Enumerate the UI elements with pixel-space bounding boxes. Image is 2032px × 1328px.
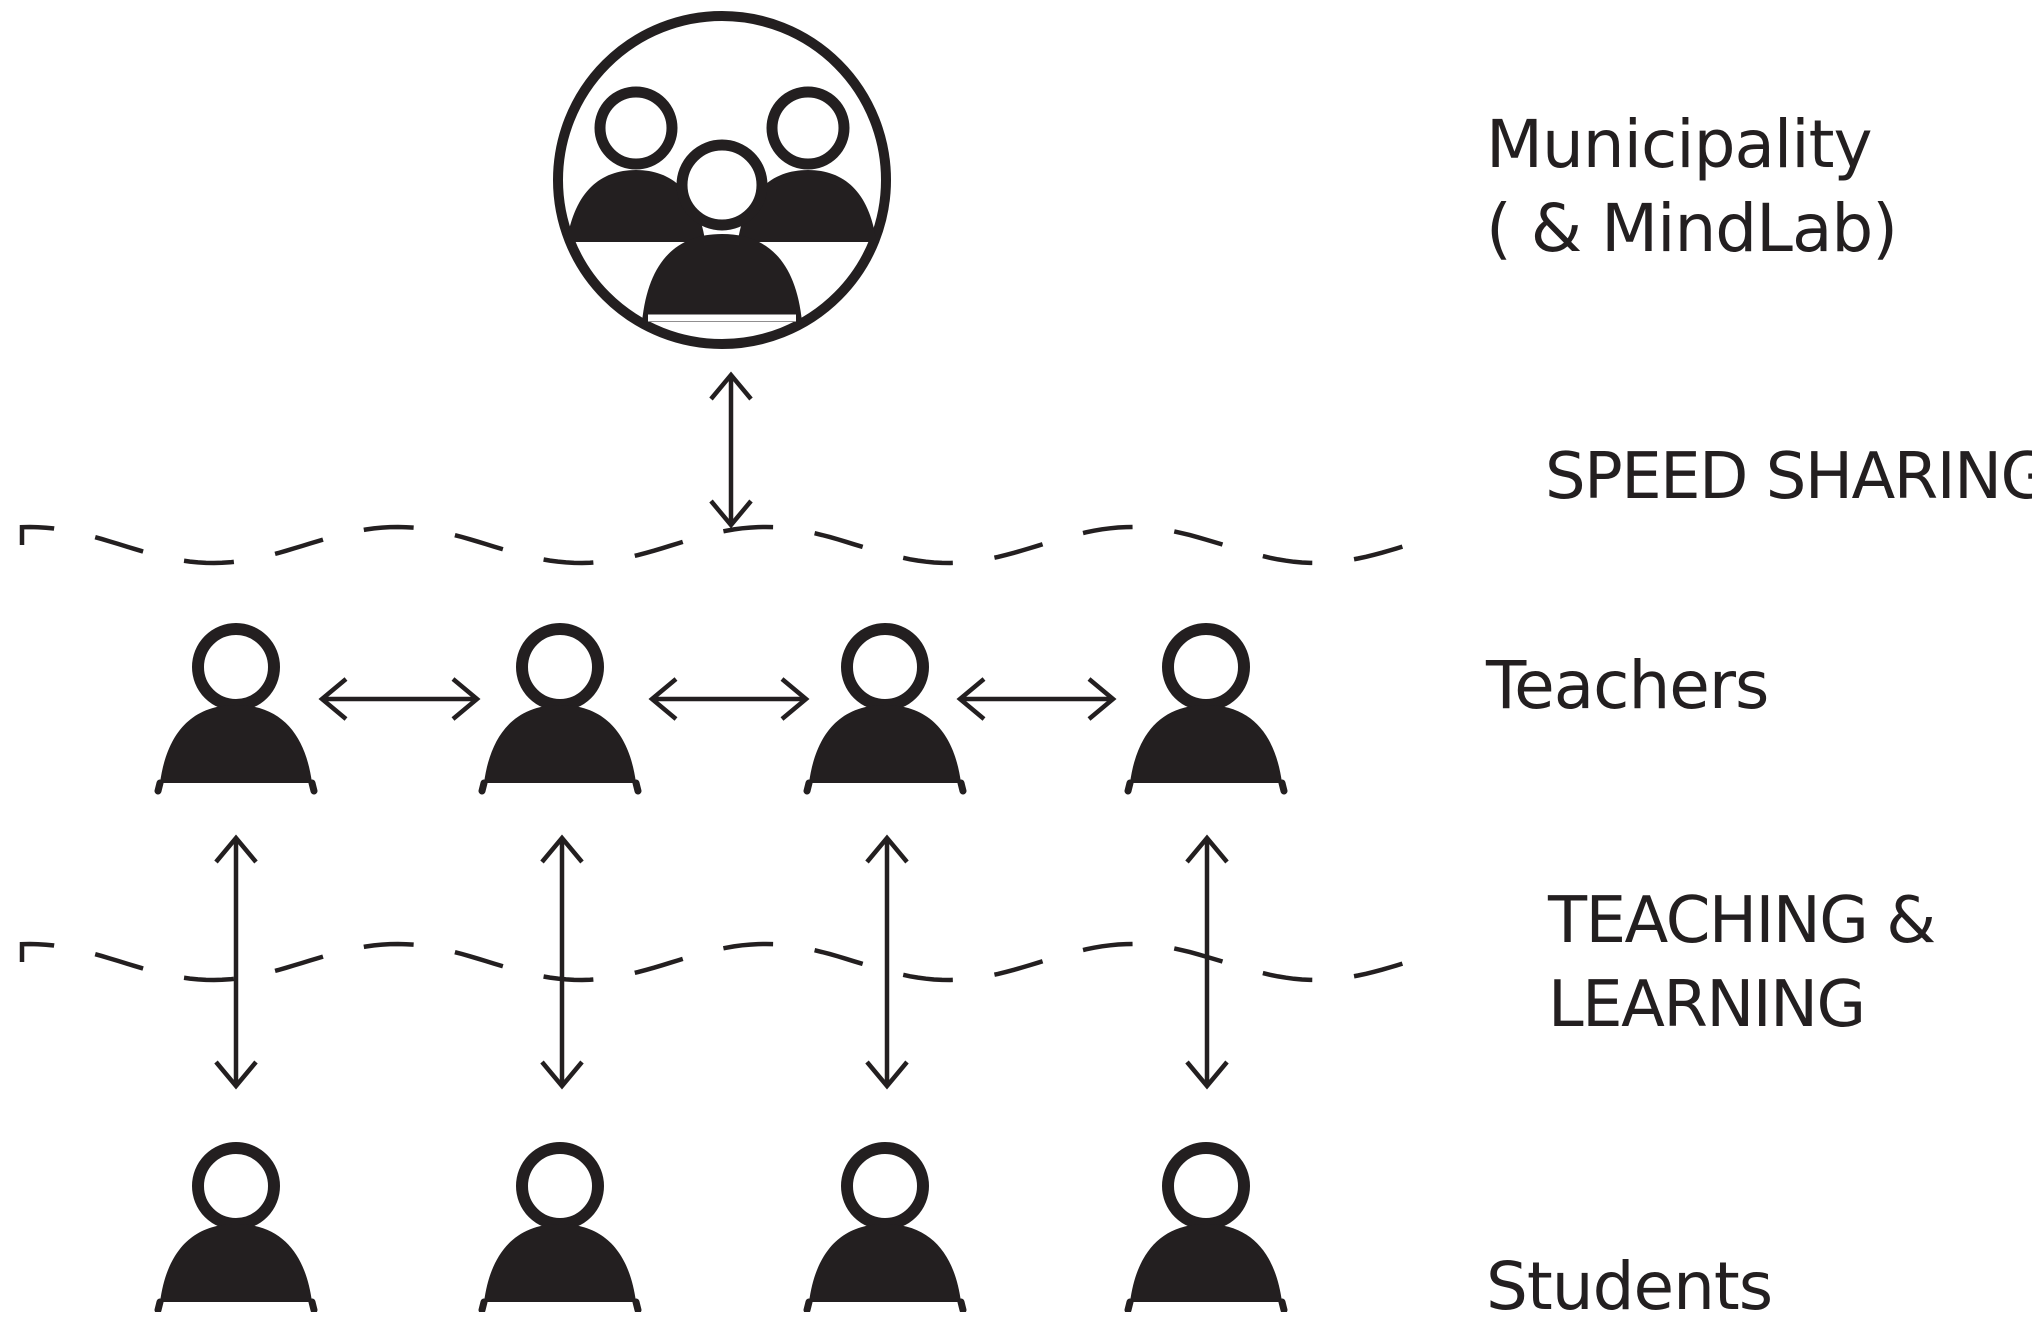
teacher-2-icon [482,629,638,791]
arrow-teacher-student-1 [214,834,258,1090]
student-3-icon [807,1148,963,1310]
mindlab-label: ( & MindLab) [1486,190,1898,267]
teacher-4-icon [1128,629,1284,791]
speed-sharing-label: SPEED SHARING [1545,440,2032,514]
arrow-teacher-3-4 [956,677,1117,721]
teacher-3-icon [807,629,963,791]
arrow-teacher-student-2 [540,834,584,1090]
teaching-learning-boundary [19,941,1439,983]
student-1-icon [158,1148,314,1310]
teaching-learning-label-line2: LEARNING [1548,968,1866,1042]
arrow-teacher-student-4 [1185,834,1229,1090]
municipality-label: Municipality [1486,106,1873,183]
teaching-learning-label-line1: TEACHING & [1548,884,1936,958]
student-4-icon [1128,1148,1284,1310]
teacher-1-icon [158,629,314,791]
arrow-municipality-teachers [709,371,753,529]
municipality-group-icon [553,11,891,349]
speed-sharing-boundary [19,524,1439,566]
teachers-label: Teachers [1486,647,1769,724]
student-2-icon [482,1148,638,1310]
arrow-teacher-1-2 [318,677,481,721]
students-label: Students [1486,1248,1773,1325]
arrow-teacher-2-3 [648,677,810,721]
arrow-teacher-student-3 [865,834,909,1090]
